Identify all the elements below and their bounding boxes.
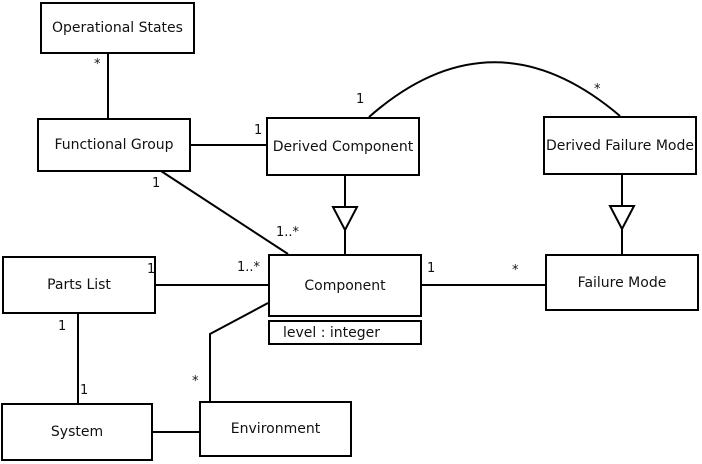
generalization-derived-component-component bbox=[331, 176, 359, 254]
generalization-derived-failure-mode-failure-mode bbox=[608, 175, 636, 254]
multiplicity-arc-derived-failure-mode-end: * bbox=[594, 82, 601, 97]
association-functional-group-component bbox=[160, 170, 289, 255]
multiplicity-component-failure-mode-source: 1 bbox=[427, 261, 436, 276]
attribute-label: level : integer bbox=[283, 324, 381, 341]
multiplicity-component-end-diagonal: 1..* bbox=[276, 225, 300, 240]
class-name-label: Component bbox=[304, 277, 386, 294]
generalization-triangle-icon bbox=[608, 205, 636, 232]
multiplicity-arc-derived-component-end: 1 bbox=[356, 92, 365, 107]
class-parts-list: Parts List bbox=[2, 256, 156, 314]
multiplicity-component-failure-mode-target: * bbox=[512, 263, 519, 278]
class-name-label: System bbox=[50, 424, 104, 440]
class-name-label: Derived Component bbox=[272, 138, 414, 155]
class-derived-component: Derived Component bbox=[266, 117, 420, 176]
class-operational-states: Operational States bbox=[40, 2, 195, 54]
class-name-label: Derived Failure Mode bbox=[546, 137, 694, 154]
class-derived-failure-mode: Derived Failure Mode bbox=[543, 116, 697, 175]
class-name-label: Operational States bbox=[52, 20, 183, 36]
class-name-label: Failure Mode bbox=[577, 274, 667, 291]
multiplicity-operational-states-end: * bbox=[94, 57, 101, 72]
multiplicity-derived-component-end: 1 bbox=[254, 123, 263, 138]
multiplicity-parts-list-end: 1 bbox=[147, 262, 156, 277]
multiplicity-parts-list-system-target: 1 bbox=[80, 383, 89, 398]
multiplicity-component-end-horizontal: 1..* bbox=[237, 260, 261, 275]
class-component-attributes: level : integer bbox=[268, 320, 422, 345]
association-derived-component-derived-failure-mode bbox=[368, 61, 621, 118]
multiplicity-environment-end: * bbox=[192, 374, 199, 389]
class-component: Component bbox=[268, 254, 422, 317]
class-name-label: Parts List bbox=[47, 277, 111, 293]
class-name-label: Functional Group bbox=[54, 137, 174, 153]
association-environment-component bbox=[209, 302, 269, 401]
class-functional-group: Functional Group bbox=[37, 118, 191, 172]
class-system: System bbox=[1, 403, 153, 461]
generalization-triangle-icon bbox=[331, 206, 359, 233]
class-environment: Environment bbox=[199, 401, 352, 457]
class-failure-mode: Failure Mode bbox=[545, 254, 699, 311]
multiplicity-functional-group-end: 1 bbox=[152, 176, 161, 191]
multiplicity-parts-list-system-source: 1 bbox=[58, 319, 67, 334]
class-name-label: Environment bbox=[230, 421, 321, 437]
